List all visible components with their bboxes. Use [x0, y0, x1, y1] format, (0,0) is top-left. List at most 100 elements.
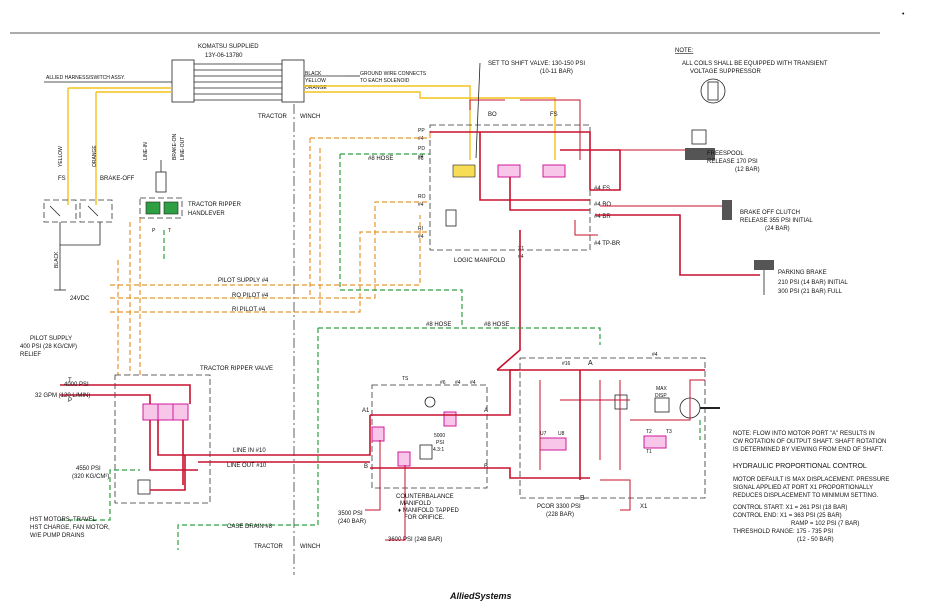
- port-fs-out: #4 FS: [594, 186, 610, 192]
- divider-winch-top: WINCH: [300, 114, 320, 120]
- pilot-supply-left-1: PILOT SUPPLY: [30, 336, 72, 342]
- note-line-2: VOLTAGE SUPPRESSOR: [690, 69, 761, 75]
- wire-yellow-label: YELLOW: [305, 78, 326, 84]
- hst-line-2: HST CHARGE, FAN MOTOR,: [30, 525, 110, 531]
- suppressor-symbol: [700, 78, 726, 104]
- switch-brake-off-label: BRAKE-OFF: [100, 176, 135, 182]
- ripper-spool: [142, 403, 189, 421]
- ripper-port-p: P: [68, 398, 72, 404]
- motor-u8: U8: [558, 431, 565, 437]
- tractor-ripper-valve: TRACTOR RIPPER VALVE: [114, 366, 273, 504]
- pilot-supply-left-3: RELIEF: [20, 352, 41, 358]
- ripper-psi: 4000 PSI: [64, 382, 89, 388]
- divider-tractor-top: TRACTOR: [258, 114, 288, 120]
- switch-wire-black: BLACK: [54, 251, 60, 268]
- pilot-supply-label: PILOT SUPPLY #4: [218, 278, 269, 284]
- motor-u7: U7: [540, 431, 547, 437]
- logic-x1: X1: [518, 246, 524, 252]
- motor-note-2: CW ROTATION OF OUTPUT SHAFT. SHAFT ROTAT…: [733, 439, 886, 445]
- motor-x1: X1: [640, 504, 648, 510]
- motor-port-a: A: [588, 360, 593, 367]
- motor-n16: #16: [562, 361, 571, 367]
- cb-ts: TS: [402, 376, 409, 382]
- ripper-relief-1: 4550 PSI: [76, 466, 101, 472]
- handlever-port-t: T: [168, 228, 171, 234]
- cb-label-3: ♦ MANIFOLD TAPPED: [398, 508, 460, 514]
- allied-systems-logo: AlliedSystems: [449, 591, 512, 601]
- ripper-relief-2: (320 KG/CM²): [72, 474, 109, 480]
- case-drain-label: CASE DRAIN #8: [227, 524, 273, 530]
- ground-wire-2: TO EACH SOLENOID: [360, 78, 410, 84]
- port-ri-size: #4: [418, 234, 424, 240]
- logic-hose-8: #8 HOSE: [368, 156, 393, 162]
- freespool-l2: RELEASE 170 PSI: [707, 159, 758, 165]
- freespool-l3: (12 BAR): [735, 167, 760, 173]
- motor-t1: T1: [646, 449, 652, 455]
- port-ro: RO: [418, 194, 426, 200]
- divider-winch-bottom: WINCH: [300, 544, 320, 550]
- logic-x1-size: #4: [518, 254, 524, 260]
- note-title: NOTE:: [675, 48, 694, 54]
- cb-label-2: MANIFOLD: [400, 501, 432, 507]
- port-br-out: #4 BR: [594, 214, 611, 220]
- shift-valve-line-1: SET TO SHIFT VALVE: 130-150 PSI: [488, 61, 585, 67]
- parking-l1: PARKING BRAKE: [778, 270, 827, 276]
- cb-label-4: FOR ORIFICE.: [404, 515, 445, 521]
- port-pp: PP: [418, 128, 425, 134]
- line-in-label: LINE IN #10: [233, 448, 266, 454]
- port-ro-size: #4: [418, 202, 424, 208]
- port-6: #6: [418, 156, 424, 162]
- allied-harness-label: ALLIED HARNESS/SWITCH ASSY.: [46, 75, 125, 81]
- handlever-port-p: P: [152, 228, 156, 234]
- logic-manifold: PP #4 PD #4 #8 HOSE #6 RO #4 RI #4 #4 FS…: [368, 124, 621, 264]
- pcor-2: (228 BAR): [546, 512, 574, 518]
- hose-8-b: #8 HOSE: [484, 322, 509, 328]
- motor-disp: DISP: [655, 393, 667, 399]
- ripper-gpm: 32 GPM (120 L/MIN): [35, 393, 90, 399]
- logic-manifold-label: LOGIC MANIFOLD: [454, 258, 506, 264]
- cb-psi: PSI: [436, 440, 444, 446]
- ro-pilot-label: RO PILOT #4: [232, 293, 269, 299]
- hpc-threshold-2: (12 - 50 BAR): [797, 537, 834, 543]
- switch-wire-orange: ORANGE: [92, 145, 98, 167]
- motor-note-1: NOTE: FLOW INTO MOTOR PORT "A" RESULTS I…: [733, 431, 875, 437]
- clutch-l2: RELEASE 355 PSI INITIAL: [740, 218, 813, 224]
- hpc-control-start: CONTROL START: X1 = 261 PSI (18 BAR): [733, 505, 847, 511]
- port-pd-size: #4: [418, 154, 424, 160]
- cb-n4b: #4: [470, 380, 476, 386]
- cb-a-right: A: [484, 408, 488, 414]
- ripper-handlever: LINE-IN BRAKE-ON LINE-OUT TRACTOR RIPPER…: [139, 133, 242, 260]
- komatsu-connector: KOMATSU SUPPLIED 13Y-06-13780: [171, 44, 305, 103]
- cb-b-right: B: [484, 464, 488, 470]
- ri-pilot-label: RI PILOT #4: [232, 307, 266, 313]
- corner-dot: •: [902, 11, 905, 18]
- cb-valve-1a: 3500 PSI: [338, 511, 363, 517]
- hpc-desc-1: MOTOR DEFAULT IS MAX DISPLACEMENT. PRESS…: [733, 477, 889, 483]
- komatsu-title: KOMATSU SUPPLIED: [198, 44, 259, 50]
- note-line-1: ALL COILS SHALL BE EQUIPPED WITH TRANSIE…: [682, 61, 828, 67]
- counterbalance-manifold: TS #6 #4 #4 A1 B A B 5000 PSI 4.3:1 COUN…: [338, 376, 488, 543]
- motor-n4: #4: [652, 352, 658, 358]
- handlever-line-in: LINE-IN: [143, 142, 149, 160]
- handlever-brake-on: BRAKE-ON: [172, 133, 178, 160]
- hpc-title: HYDRAULIC PROPORTIONAL CONTROL: [733, 463, 867, 470]
- supply-voltage: 24VDC: [70, 296, 90, 302]
- relief-valve: [137, 479, 151, 495]
- clutch-l3: (24 BAR): [765, 226, 790, 232]
- hst-line-1: HST MOTORS, TRAVEL: [30, 517, 97, 523]
- line-out-label: LINE OUT #10: [227, 463, 267, 469]
- motor-port-b: B: [580, 495, 585, 502]
- switch-group: YELLOW ORANGE FS BRAKE-OFF BLACK 24VDC: [43, 145, 135, 302]
- wire-black-label: BLACK: [305, 71, 322, 77]
- hydraulic-proportional-control: HYDRAULIC PROPORTIONAL CONTROL MOTOR DEF…: [733, 463, 889, 543]
- ripper-port-t: T: [68, 378, 72, 384]
- cb-ratio: 4.3:1: [433, 447, 444, 453]
- port-pd: PD: [418, 146, 425, 152]
- pcor-1: PCOR 3300 PSI: [537, 504, 581, 510]
- parking-l2: 210 PSI (14 BAR) INITIAL: [778, 280, 848, 286]
- hst-line-3: W/E PUMP DRAINS: [30, 533, 85, 539]
- cb-b-left: B: [364, 464, 368, 470]
- port-ri: RI: [418, 226, 423, 232]
- freespool-l1: FREESPOOL: [707, 151, 744, 157]
